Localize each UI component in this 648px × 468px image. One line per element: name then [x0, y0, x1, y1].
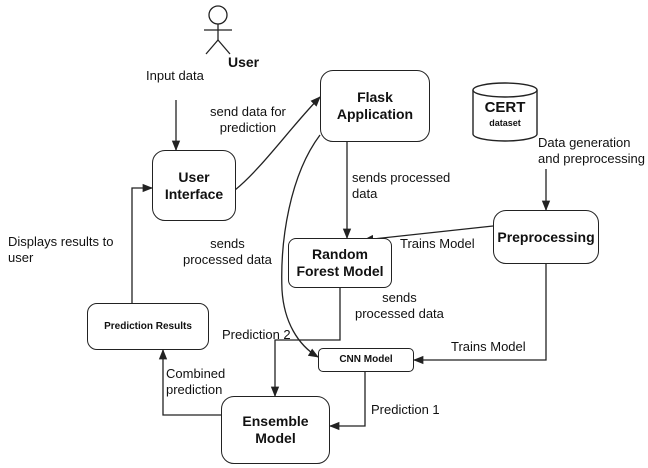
user-interface-label: User Interface: [164, 168, 224, 202]
prediction-results-label: Prediction Results: [104, 320, 192, 332]
prediction-results-node: Prediction Results: [87, 303, 209, 350]
cert-label: CERT: [484, 99, 526, 116]
ensemble-model-node: Ensemble Model: [221, 396, 330, 464]
edge-label-data-generation: Data generation and preprocessing: [538, 135, 645, 167]
preprocessing-label: Preprocessing: [497, 228, 595, 245]
edge-randomforest-to-ensemble: [270, 288, 341, 398]
edge-preprocessing-to-randomforest: [362, 225, 494, 244]
edge-label-prediction-2: Prediction 2: [222, 327, 291, 342]
edge-label-trains-model-rf: Trains Model: [400, 236, 475, 251]
cnn-model-node: CNN Model: [318, 348, 414, 372]
edge-label-sends-processed-data-3: sends processed data: [355, 290, 444, 322]
edge-label-combined-prediction: Combined prediction: [166, 366, 226, 398]
user-interface-node: User Interface: [152, 150, 236, 221]
flask-application-node: Flask Application: [320, 70, 430, 142]
random-forest-label: Random Forest Model: [296, 246, 384, 279]
edge-interface-to-flask: [234, 96, 321, 191]
edge-ensemble-to-results: [158, 348, 221, 416]
cert-database-icon: [472, 82, 538, 142]
cert-dataset-label: dataset: [489, 118, 521, 128]
user-label: User: [228, 54, 260, 70]
flask-application-label: Flask Application: [336, 89, 414, 122]
edge-label-prediction-1: Prediction 1: [371, 402, 440, 417]
ensemble-model-label: Ensemble Model: [242, 413, 309, 446]
user-actor-icon: [204, 5, 232, 55]
edge-results-to-interface: [131, 183, 154, 303]
edge-cnn-to-ensemble: [328, 372, 366, 431]
edge-preprocessing-to-cnn: [412, 264, 547, 365]
edge-label-trains-model-cnn: Trains Model: [451, 339, 526, 354]
edge-label-sends-processed-data-2: sends processed data: [183, 236, 272, 268]
edge-label-sends-processed-data-1: sends processed data: [352, 170, 451, 202]
edge-label-send-data: send data for prediction: [210, 104, 286, 136]
edge-label-input-data: Input data: [146, 68, 204, 83]
edge-label-displays-results: Displays results to user: [8, 234, 114, 266]
preprocessing-node: Preprocessing: [493, 210, 599, 264]
random-forest-node: Random Forest Model: [288, 238, 392, 288]
cnn-model-label: CNN Model: [339, 354, 393, 366]
